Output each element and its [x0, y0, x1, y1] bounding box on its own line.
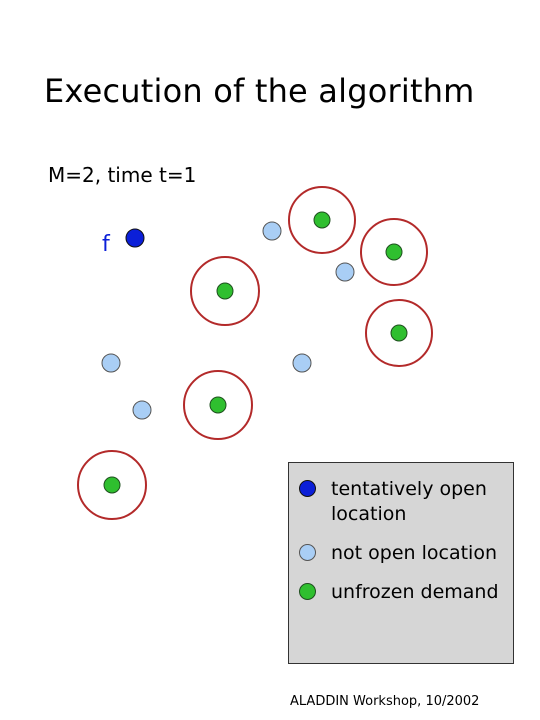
demand-radius-ring — [190, 256, 260, 326]
unfrozen-demand — [103, 476, 121, 494]
slide-footer: ALADDIN Workshop, 10/2002 — [290, 694, 480, 709]
legend-item-not-open: not open location — [299, 541, 497, 566]
slide-title: Execution of the algorithm — [44, 72, 475, 110]
legend-item-unfrozen-demand: unfrozen demand — [299, 580, 499, 605]
legend-label: not open location — [331, 542, 497, 564]
demand-radius-ring — [360, 218, 428, 286]
unfrozen-demand — [209, 396, 227, 414]
facility-label: f — [102, 232, 111, 257]
not-open-location — [101, 353, 121, 373]
legend-label: tentatively open location — [331, 478, 487, 525]
unfrozen-demand — [216, 282, 234, 300]
tentatively-open-location — [125, 228, 145, 248]
demand-radius-ring — [183, 370, 253, 440]
not-open-location — [335, 262, 355, 282]
demand-radius-ring — [77, 450, 147, 520]
not-open-location — [132, 400, 152, 420]
legend: tentatively open location not open locat… — [288, 462, 514, 664]
unfrozen-demand-dot-icon — [299, 583, 316, 600]
not-open-location — [292, 353, 312, 373]
demand-radius-ring — [288, 186, 356, 254]
demand-radius-ring — [365, 299, 433, 367]
not-open-dot-icon — [299, 544, 316, 561]
tentatively-open-dot-icon — [299, 480, 316, 497]
unfrozen-demand — [313, 211, 331, 229]
legend-label: unfrozen demand — [331, 581, 499, 603]
not-open-location — [262, 221, 282, 241]
legend-item-tentatively-open: tentatively open location — [299, 477, 511, 527]
unfrozen-demand — [385, 243, 403, 261]
slide-subtitle: M=2, time t=1 — [48, 163, 197, 187]
unfrozen-demand — [390, 324, 408, 342]
